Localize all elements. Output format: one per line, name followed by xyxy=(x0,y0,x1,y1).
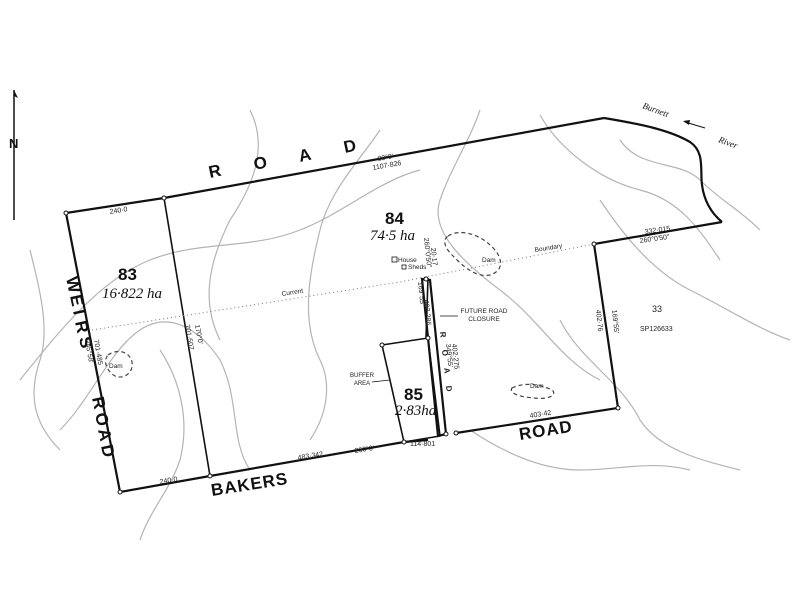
dim-right-length: 332·015 xyxy=(644,225,671,236)
top-road-letter-d: D xyxy=(342,136,359,157)
future-road-closure-label: FUTURE ROAD CLOSURE xyxy=(460,308,508,323)
weirs-letter-w: W xyxy=(62,275,84,296)
dim-lot83-east: 170°0' xyxy=(193,324,204,345)
contour-lines xyxy=(19,109,791,541)
top-road-letter-r: R xyxy=(207,161,224,182)
dim-top-length: 1107·826 xyxy=(372,160,402,172)
dim-road-bearing-2: 169°55' xyxy=(416,281,426,305)
dim-lot33-bearing: 169°55' xyxy=(610,309,620,333)
lot-33-plan: SP126633 xyxy=(640,326,673,333)
weirs-letter-s: S xyxy=(75,335,96,351)
sheds-marker: Sheds xyxy=(401,264,427,271)
lot-83-number: 83 xyxy=(118,265,137,284)
current-boundary-line xyxy=(91,243,595,331)
lot-85-area: 2·83ha xyxy=(395,403,436,419)
survey-marks xyxy=(63,195,621,495)
lot-33-number: 33 xyxy=(652,304,662,314)
house-marker: House xyxy=(391,256,417,264)
dam-outline-lot83 xyxy=(104,350,133,378)
current-label: Current xyxy=(281,288,304,298)
mini-road-letter-a: A xyxy=(442,367,452,374)
dimension-labels: 80°0' 1107·826 240·0 240·0 345°58' 701·4… xyxy=(83,152,671,486)
river-bank xyxy=(603,116,723,223)
north-arrow: N xyxy=(9,90,18,220)
lot-84-area: 74·5 ha xyxy=(370,228,415,244)
lot-85-number: 85 xyxy=(404,385,423,404)
dam-outline-lot84-south xyxy=(510,383,555,400)
weirs-road-letter-r: R xyxy=(88,395,109,412)
dim-lot33-length: 402·76 xyxy=(594,309,603,332)
dim-bottom-length: 483·342 xyxy=(297,451,324,462)
flow-arrow-icon xyxy=(683,120,690,125)
top-road-label: R O A D xyxy=(207,136,359,182)
dam-label-south: Dam xyxy=(530,383,544,390)
dim-lot83-top: 240·0 xyxy=(109,206,128,216)
dam-label-lot83: Dam xyxy=(109,363,123,370)
dim-lot83-west: 345°58' xyxy=(83,339,95,364)
dim-top-bearing: 80°0' xyxy=(377,152,394,163)
lot-84-number: 84 xyxy=(385,209,404,228)
dim-road-top-1: 260°0'50" xyxy=(422,237,433,268)
north-label: N xyxy=(9,136,18,151)
mini-road-letter-o: O xyxy=(440,349,450,356)
dim-lot83-east-len: 701·507 xyxy=(183,324,194,351)
dam-label-lot84: Dam xyxy=(482,257,496,264)
dim-lot85-right: 114·801 xyxy=(410,441,435,448)
weirs-letter-i: I xyxy=(69,308,89,318)
weirs-road-letter-o: O xyxy=(91,411,113,429)
weirs-road-letter-a: A xyxy=(94,427,115,444)
dim-road-length-1: 402·275 xyxy=(450,343,460,369)
top-road-letter-o: O xyxy=(252,152,270,174)
dim-lot83-west-len: 701·485 xyxy=(92,339,103,366)
buffer-area-note: BUFFER AREA xyxy=(350,373,391,387)
future-road-closure-note: FUTURE ROAD CLOSURE xyxy=(440,308,508,323)
dim-bottom-bearing: 260°0' xyxy=(354,444,375,455)
dim-road-top-2: 20·17 xyxy=(429,247,438,266)
mini-road-letter-r: R xyxy=(438,331,448,338)
house-label: House xyxy=(398,257,417,264)
right-road-label: ROAD xyxy=(518,417,574,444)
dam-outline-lot84 xyxy=(444,232,502,277)
mini-road-letter-d: D xyxy=(444,385,454,392)
boundary-label: Boundary xyxy=(534,243,563,254)
dim-road-length-2: 402·286 xyxy=(422,299,432,325)
weirs-letter-r: R xyxy=(71,319,92,336)
dim-road-bearing-1: 349°55' xyxy=(444,343,454,367)
lot-boundaries xyxy=(64,116,723,494)
buffer-area-label: BUFFER AREA xyxy=(350,373,374,387)
weirs-road-label: W E I R S R O A D xyxy=(62,275,118,460)
lot-83-area: 16·822 ha xyxy=(102,286,162,302)
sheds-label: Sheds xyxy=(408,264,427,271)
river-name-river: River xyxy=(716,134,739,151)
river-name-burnett: Burnett xyxy=(641,100,670,119)
dim-lot83-bottom: 240·0 xyxy=(159,476,178,486)
future-road-label: R O A D xyxy=(438,331,454,392)
dim-road-bottom: 403·42 xyxy=(529,410,552,420)
weirs-letter-e: E xyxy=(66,293,87,309)
top-road-letter-a: A xyxy=(297,145,314,166)
weirs-road-letter-d: D xyxy=(97,443,118,460)
